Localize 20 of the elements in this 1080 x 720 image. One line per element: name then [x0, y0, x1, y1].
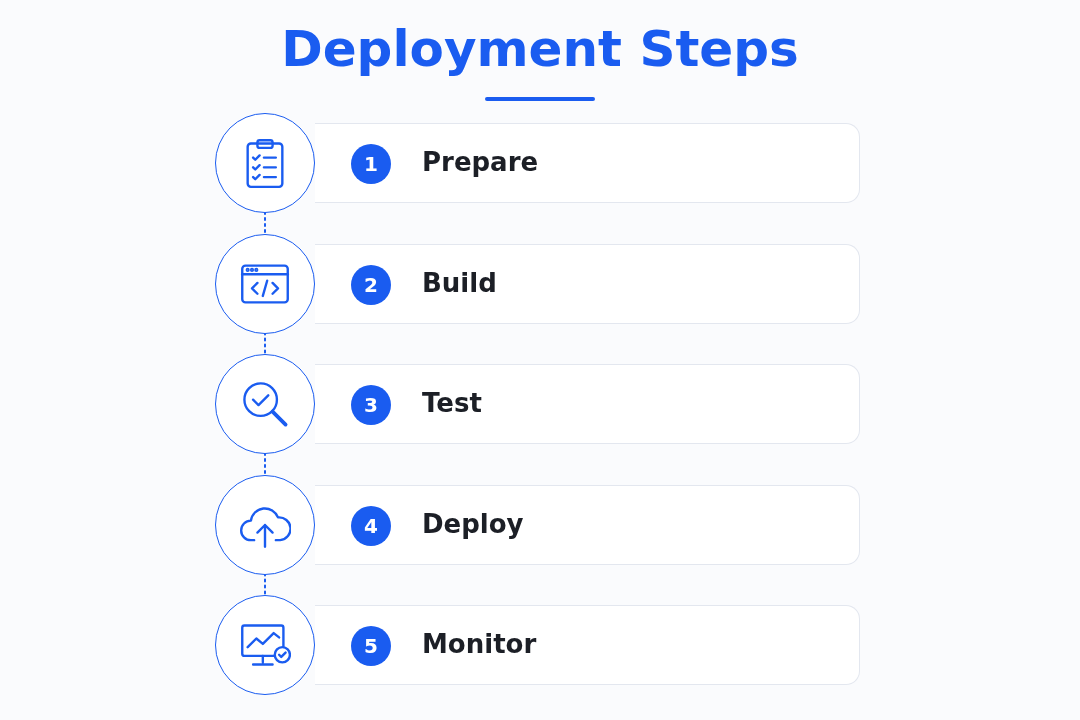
step-number-badge: 3 [351, 385, 391, 425]
step-number-badge: 2 [351, 264, 391, 305]
step-label: Test [422, 388, 482, 418]
step-card [315, 364, 860, 444]
step-card [315, 123, 860, 203]
step-card [315, 484, 860, 565]
dotted-connector [264, 452, 266, 477]
step-card [315, 243, 860, 324]
step-card [315, 605, 860, 685]
step-label: Build [422, 267, 497, 298]
step-number-badge: 5 [351, 626, 391, 666]
step-number-badge: 1 [351, 144, 391, 184]
title: Deployment Steps [281, 20, 799, 78]
step-label: Monitor [422, 629, 537, 659]
step-number-badge: 4 [351, 505, 391, 546]
step-label: Deploy [422, 508, 524, 539]
dotted-connector [264, 331, 266, 356]
dotted-connector [264, 572, 266, 597]
step-label: Prepare [422, 147, 539, 177]
dotted-connector [264, 211, 266, 236]
